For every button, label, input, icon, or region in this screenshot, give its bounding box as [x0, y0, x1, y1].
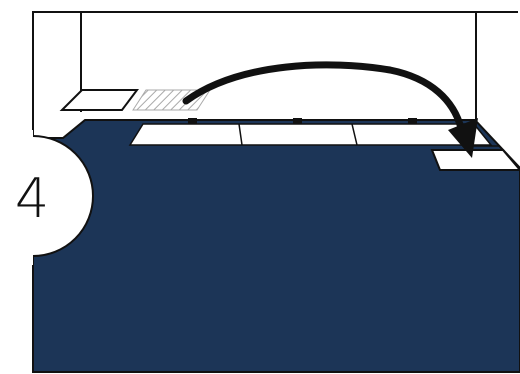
placed-tile — [430, 149, 520, 171]
arrow-head — [448, 118, 478, 158]
badge-mask — [0, 130, 33, 265]
tile-row — [128, 123, 493, 146]
tile-seam-2 — [351, 123, 358, 146]
curved-arrow-icon — [182, 61, 466, 136]
loose-tile — [59, 89, 139, 111]
tile-spacer-icon — [293, 118, 302, 124]
tile-seam-1 — [238, 123, 243, 146]
tile-spacer-icon — [188, 118, 197, 124]
tile-spacer-icon — [408, 118, 417, 124]
step-number: 4 — [15, 167, 49, 230]
